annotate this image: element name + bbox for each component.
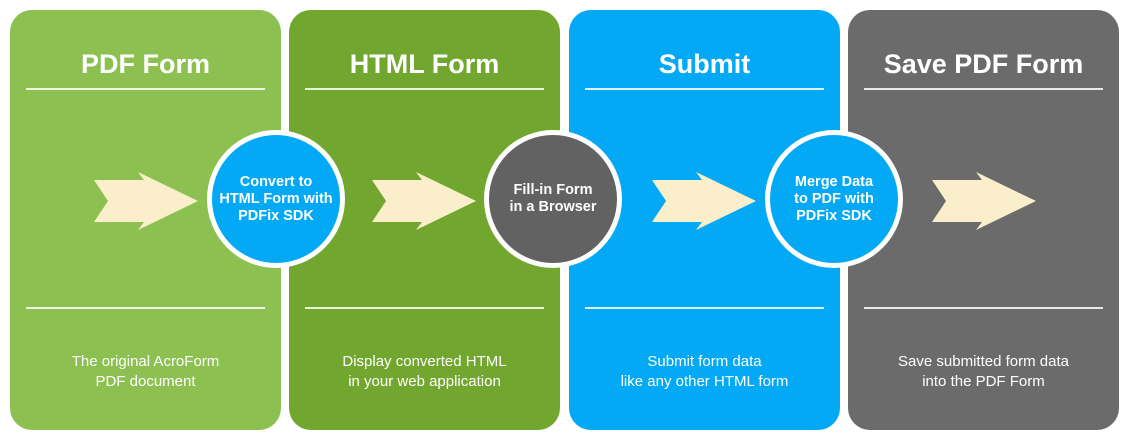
arrow-right-icon — [652, 172, 756, 230]
divider — [585, 88, 824, 90]
card-description: Display converted HTML in your web appli… — [342, 353, 507, 390]
arrow-right-icon — [932, 172, 1036, 230]
card-description: Save submitted form data into the PDF Fo… — [898, 353, 1069, 390]
card-title: PDF Form — [80, 49, 210, 79]
step-fill-in-circle: Fill-in Form in a Browser — [484, 130, 622, 268]
step-merge-circle: Merge Data to PDF with PDFix SDK — [765, 130, 903, 268]
divider — [305, 307, 544, 309]
card-title: HTML Form — [349, 49, 500, 79]
card-description: The original AcroForm PDF document — [71, 353, 220, 390]
divider — [26, 88, 265, 90]
card-title: Save PDF Form — [883, 49, 1084, 79]
arrow-right-icon — [372, 172, 476, 230]
divider — [864, 88, 1103, 90]
step-convert-circle: Convert to HTML Form with PDFix SDK — [207, 130, 345, 268]
divider — [864, 307, 1103, 309]
arrow-right-icon — [94, 172, 198, 230]
divider — [585, 307, 824, 309]
card-description: Submit form data like any other HTML for… — [620, 353, 789, 390]
card-title: Submit — [658, 49, 751, 79]
divider — [305, 88, 544, 90]
divider — [26, 307, 265, 309]
